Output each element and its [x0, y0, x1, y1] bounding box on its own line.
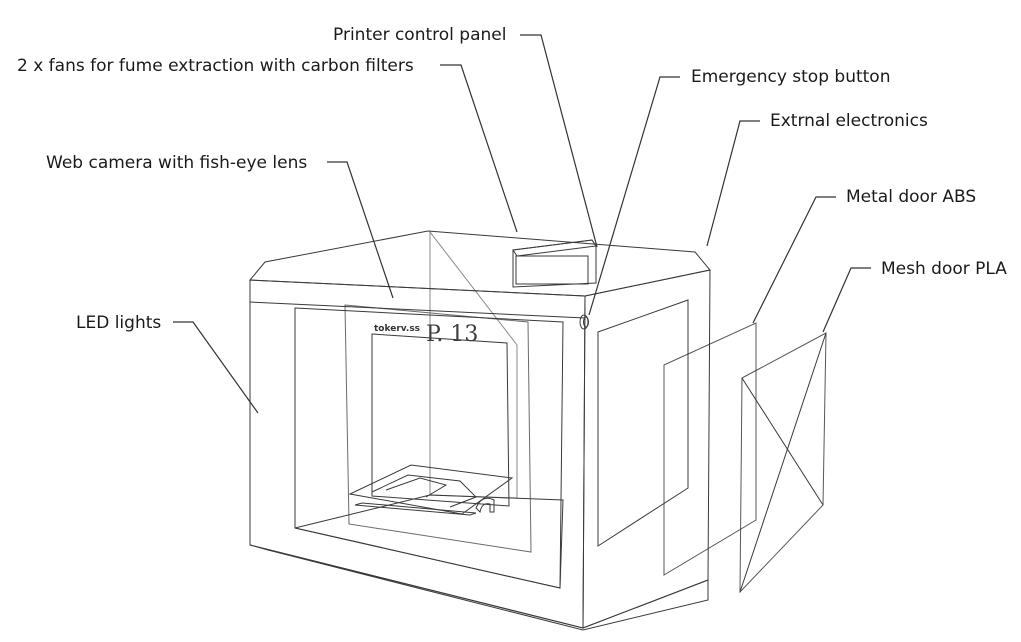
callout-label-fans: 2 x fans for fume extraction with carbon… — [17, 56, 414, 76]
enclosure-side — [582, 269, 711, 629]
emergency-stop-button — [579, 314, 589, 330]
callout-mesh-door: Mesh door PLA — [822, 259, 1007, 333]
leader-line-emergency-stop — [588, 76, 680, 316]
callout-led-lights: LED lights — [76, 313, 259, 414]
leader-line-control-panel — [520, 34, 598, 248]
callout-fans: 2 x fans for fume extraction with carbon… — [17, 56, 518, 233]
callout-control-panel: Printer control panel — [333, 25, 598, 248]
callout-label-led-lights: LED lights — [76, 313, 161, 333]
callout-label-mesh-door: Mesh door PLA — [881, 259, 1007, 279]
printer-frame: tokerv.ss P. 13 — [344, 304, 532, 553]
enclosure-top — [248, 230, 711, 297]
printer-model-label: P. 13 — [426, 322, 478, 347]
callout-electronics: Extrnal electronics — [706, 111, 928, 247]
control-panel — [512, 239, 597, 288]
leader-line-electronics — [706, 120, 760, 247]
leader-line-metal-door — [752, 196, 836, 324]
metal-door — [663, 322, 757, 576]
chamber-back-wall — [429, 230, 518, 499]
printer-logo: tokerv.ss — [374, 324, 420, 334]
chamber-floor — [294, 494, 564, 589]
enclosure-base — [249, 544, 709, 631]
leader-line-camera — [327, 161, 394, 299]
callout-label-metal-door: Metal door ABS — [846, 187, 976, 207]
callout-label-control-panel: Printer control panel — [333, 25, 506, 45]
callout-label-camera: Web camera with fish-eye lens — [46, 153, 307, 173]
callout-label-electronics: Extrnal electronics — [770, 111, 928, 131]
side-window — [597, 299, 689, 547]
callout-label-emergency-stop: Emergency stop button — [691, 67, 890, 87]
print-bed — [348, 464, 514, 516]
leader-line-fans — [440, 64, 518, 233]
callout-camera: Web camera with fish-eye lens — [46, 153, 394, 299]
callout-emergency-stop: Emergency stop button — [588, 67, 890, 316]
build-chamber — [294, 307, 564, 589]
leader-line-led-lights — [173, 321, 259, 414]
printer-enclosure — [248, 230, 711, 631]
mesh-door — [739, 332, 827, 594]
leader-line-mesh-door — [822, 267, 871, 333]
callout-metal-door: Metal door ABS — [752, 187, 976, 324]
